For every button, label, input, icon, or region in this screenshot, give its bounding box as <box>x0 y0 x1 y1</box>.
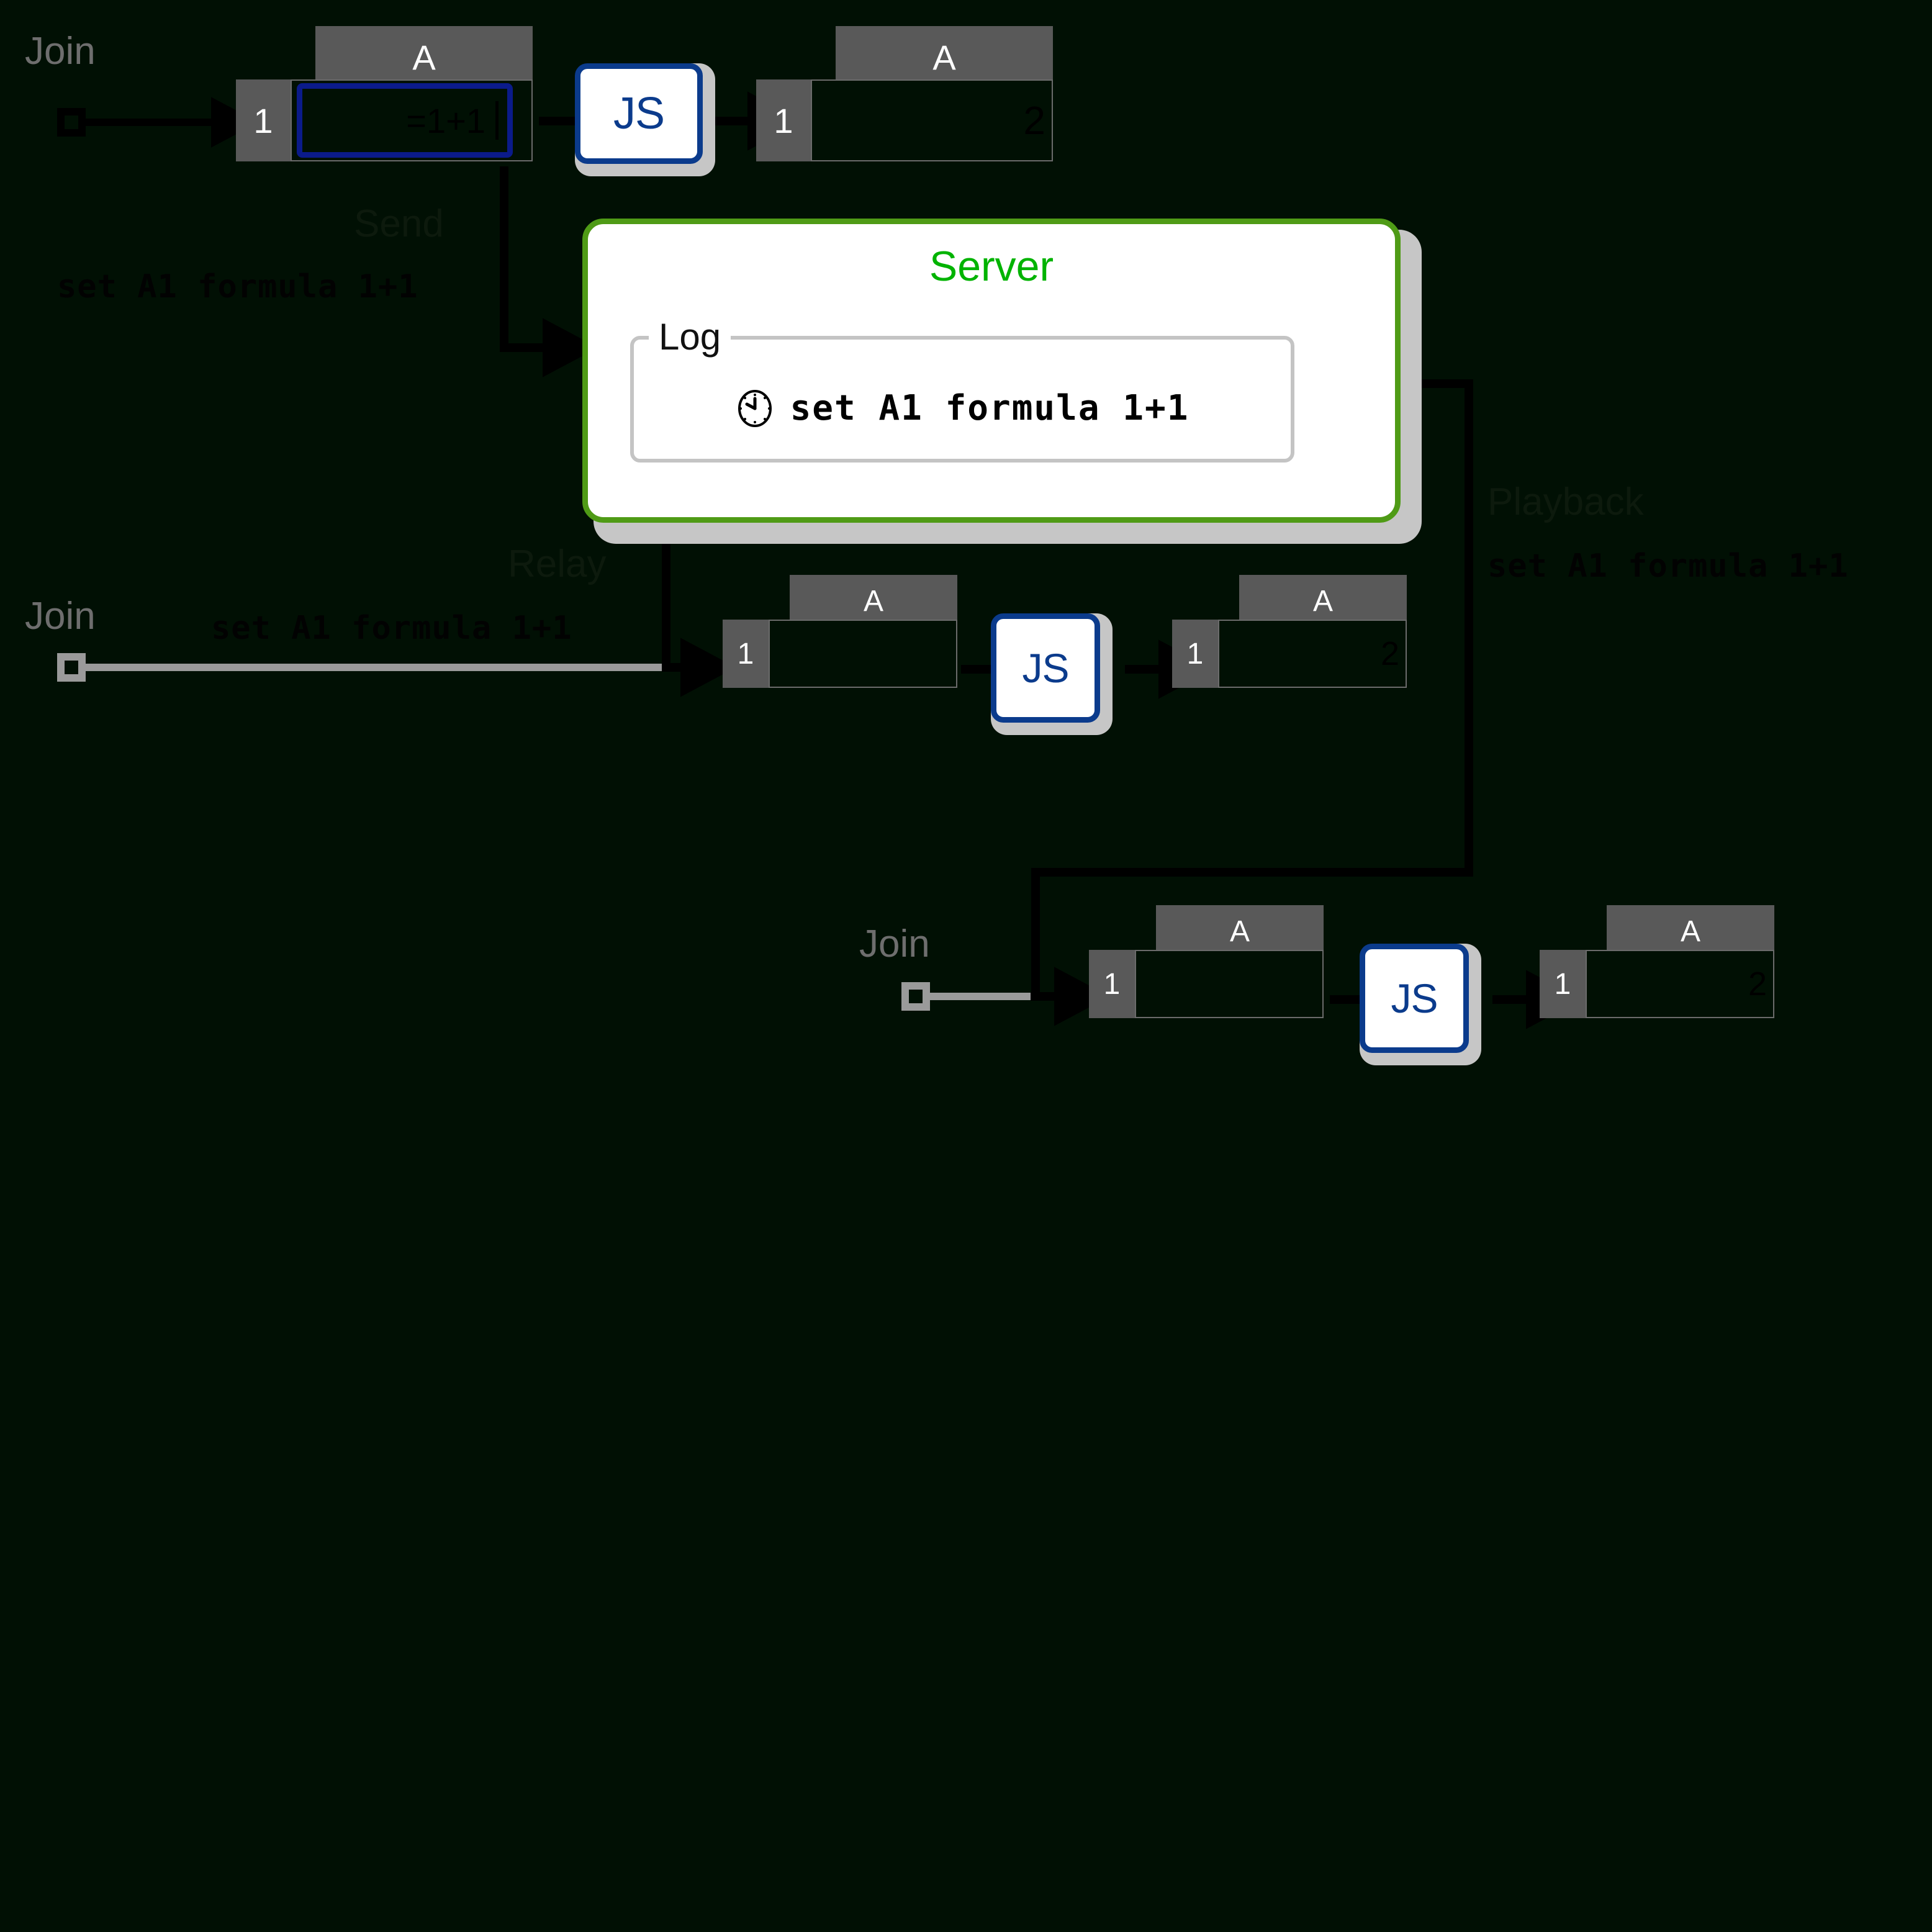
cell-a1[interactable]: 2 <box>1218 620 1407 688</box>
row-header-1: 1 <box>236 79 291 161</box>
cell-a1-formula-text: =1+1 <box>406 101 485 140</box>
relay-label: Relay <box>508 543 607 585</box>
cell-a1[interactable] <box>769 620 957 688</box>
cell-a1[interactable] <box>1135 950 1324 1018</box>
cell-a1-value: 2 <box>1023 98 1045 143</box>
spreadsheet-client1-after[interactable]: A 1 2 <box>756 26 1067 163</box>
row-header-1: 1 <box>756 79 811 161</box>
connector-layer <box>57 91 1582 1029</box>
cell-a1[interactable]: 2 <box>811 79 1053 161</box>
arrow-relay-to-client2 <box>662 544 736 697</box>
send-payload-label: set A1 formula 1+1 <box>57 268 418 305</box>
relay-payload-label: set A1 formula 1+1 <box>211 610 572 647</box>
join-label-2: Join <box>25 595 96 638</box>
server-log-panel: set A1 formula 1+1 <box>630 336 1294 463</box>
playback-payload-label: set A1 formula 1+1 <box>1487 548 1849 585</box>
cell-a1-editor[interactable]: =1+1 <box>297 83 513 158</box>
row-header-1: 1 <box>1172 620 1218 688</box>
column-header-a: A <box>790 575 957 627</box>
spreadsheet-client3-after[interactable]: A 1 2 <box>1540 905 1800 1029</box>
column-header-a: A <box>1607 905 1774 957</box>
spreadsheet-client2-after[interactable]: A 1 2 <box>1172 575 1433 699</box>
join-label-3: Join <box>859 923 930 965</box>
arrow-playback-to-client3 <box>1031 379 1473 996</box>
clock-icon <box>738 389 772 427</box>
log-entry-text: set A1 formula 1+1 <box>790 388 1189 428</box>
server-title: Server <box>929 243 1054 290</box>
server-card: Server se <box>582 219 1422 544</box>
column-header-a: A <box>1156 905 1324 957</box>
log-entry-row: set A1 formula 1+1 <box>634 388 1291 428</box>
cell-a1-value: 2 <box>1380 635 1399 672</box>
js-engine-badge-1[interactable]: JS <box>575 63 715 176</box>
js-label: JS <box>575 63 703 164</box>
js-label: JS <box>1360 944 1469 1053</box>
arrow-send-to-server <box>500 166 598 377</box>
text-caret <box>495 101 499 140</box>
playback-label: Playback <box>1487 481 1644 523</box>
spreadsheet-client3-before[interactable]: A 1 <box>1089 905 1350 1029</box>
join-connector-1 <box>57 97 259 148</box>
column-header-a: A <box>1239 575 1407 627</box>
js-engine-badge-3[interactable]: JS <box>1360 944 1481 1065</box>
server-log-legend: Log <box>649 317 731 357</box>
column-header-a: A <box>836 26 1053 88</box>
cell-a1[interactable]: 2 <box>1586 950 1774 1018</box>
row-header-1: 1 <box>1089 950 1135 1018</box>
spreadsheet-client2-before[interactable]: A 1 <box>723 575 983 699</box>
cell-a1-value: 2 <box>1748 965 1767 1003</box>
server-card-face: Server se <box>582 219 1401 523</box>
join-connector-2 <box>57 653 664 682</box>
column-header-a: A <box>315 26 533 88</box>
row-header-1: 1 <box>1540 950 1586 1018</box>
js-label: JS <box>991 613 1100 723</box>
spreadsheet-client1-before[interactable]: A 1 =1+1 <box>236 26 546 163</box>
join-connector-3 <box>901 967 1110 1026</box>
join-label-1: Join <box>25 30 96 73</box>
row-header-1: 1 <box>723 620 769 688</box>
js-engine-badge-2[interactable]: JS <box>991 613 1113 735</box>
send-label: Send <box>354 202 444 245</box>
